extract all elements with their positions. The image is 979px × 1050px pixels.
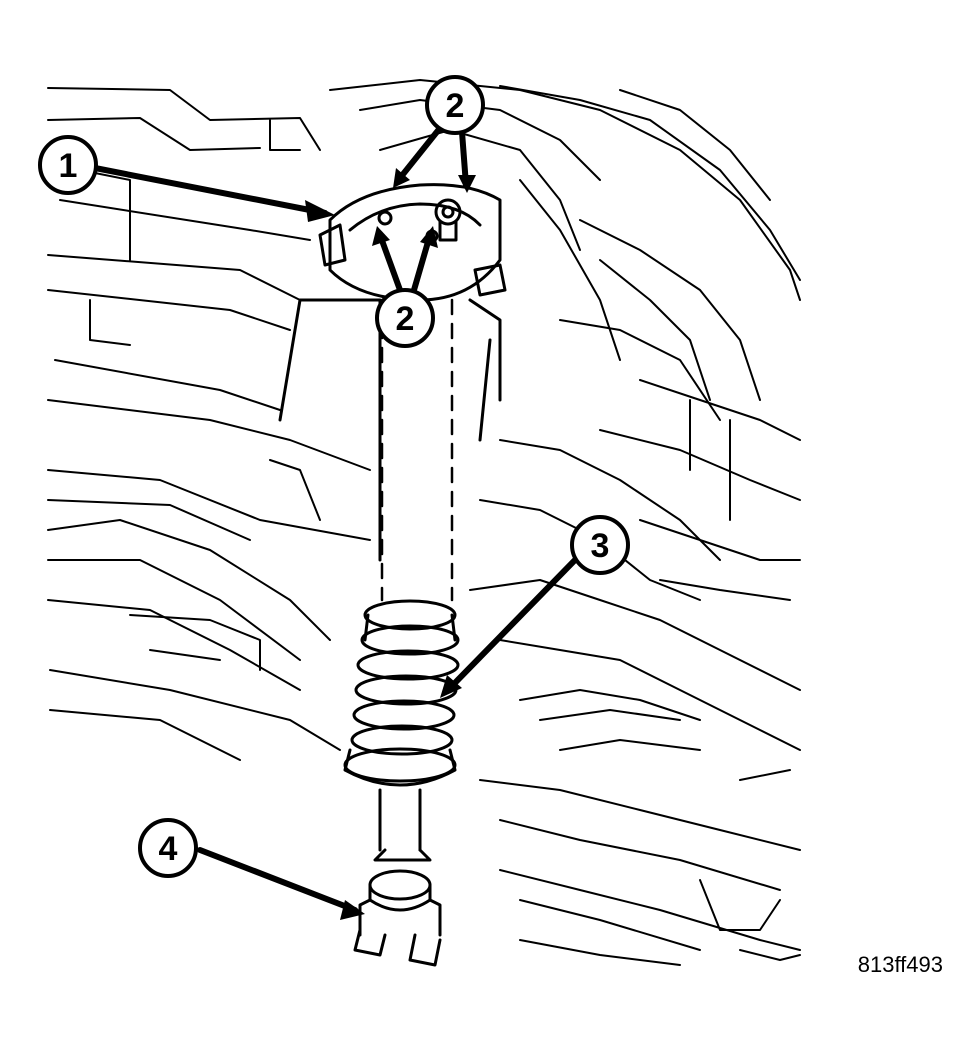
callout-4: 4 [159,830,178,868]
callout-3-circle [570,515,630,575]
figure-id: 813ff493 [857,952,943,977]
arrow-heads [305,168,476,920]
callout-3: 3 [591,527,610,565]
leader-arrows [92,125,578,913]
vehicle-body-linework [47,79,801,966]
callout-2-top: 2 [446,87,465,125]
callout-2-top-circle [425,75,485,135]
callout-2-lower-circle [375,288,435,348]
strut-tower [278,183,507,562]
coil-spring-strut [343,599,460,862]
lower-clevis-bracket [353,869,442,967]
mount-nuts [377,198,462,243]
callout-1: 1 [59,147,78,185]
callout-2-lower: 2 [396,300,415,338]
strut-shaft-path [380,298,454,602]
callout-circles [38,75,630,878]
callout-1-circle [38,135,98,195]
callout-4-circle [138,818,198,878]
